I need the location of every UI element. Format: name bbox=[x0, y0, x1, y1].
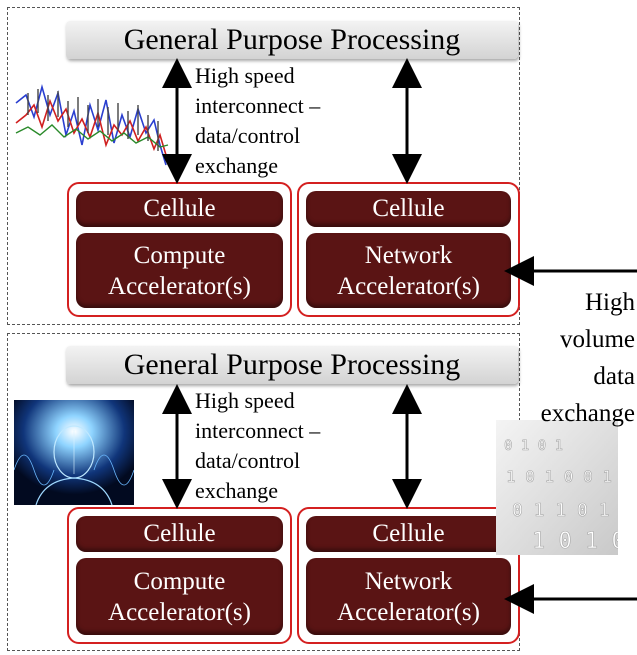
bottom-interconnect-line-4: exchange bbox=[195, 478, 279, 503]
bottom-network-group: Cellule Network Accelerator(s) bbox=[297, 507, 520, 644]
binary-row-2: 1 0 1 0 0 1 bbox=[506, 467, 612, 486]
bottom-network-accelerator: Network Accelerator(s) bbox=[306, 558, 511, 635]
side-label-line-4: exchange bbox=[540, 400, 635, 427]
top-network-cellule: Cellule bbox=[306, 191, 511, 227]
bottom-compute-group: Cellule Compute Accelerator(s) bbox=[67, 507, 292, 644]
top-compute-accelerator-line-1: Compute bbox=[133, 241, 226, 269]
binary-row-3: 0 1 1 0 1 0 bbox=[512, 500, 618, 521]
head-hologram-image bbox=[14, 400, 134, 505]
bottom-gpp-box: General Purpose Processing bbox=[66, 346, 518, 384]
binary-row-4: 1 0 1 0 bbox=[532, 529, 618, 554]
top-network-accelerator-line-1: Network bbox=[364, 241, 453, 269]
hologram-shoulders bbox=[35, 477, 113, 505]
chart-candles bbox=[27, 89, 159, 151]
top-interconnect-line-3: data/control bbox=[195, 123, 301, 148]
hologram-wave-right bbox=[93, 454, 134, 486]
top-panel bbox=[7, 7, 520, 325]
top-interconnect-line-2: interconnect – bbox=[195, 93, 321, 118]
top-interconnect-line-1: High speed bbox=[195, 63, 295, 88]
hologram-wave-left bbox=[14, 454, 55, 486]
side-label-line-2: volume bbox=[560, 326, 635, 353]
bottom-compute-accelerator-line-1: Compute bbox=[133, 567, 226, 595]
top-compute-accelerator: Compute Accelerator(s) bbox=[76, 233, 283, 308]
top-gpp-box: General Purpose Processing bbox=[66, 21, 518, 59]
bottom-interconnect-line-2: interconnect – bbox=[195, 418, 321, 443]
side-label-line-1: High bbox=[585, 289, 635, 316]
top-compute-cellule: Cellule bbox=[76, 191, 283, 227]
top-compute-group: Cellule Compute Accelerator(s) bbox=[67, 182, 292, 317]
chart-line-red bbox=[15, 98, 167, 156]
top-interconnect-line-4: exchange bbox=[195, 153, 279, 178]
side-label-line-3: data bbox=[593, 363, 635, 390]
chart-line-green bbox=[15, 124, 169, 148]
bottom-network-cellule: Cellule bbox=[306, 516, 511, 552]
side-label: High volume data exchange bbox=[541, 284, 635, 432]
bottom-network-accelerator-line-1: Network bbox=[364, 567, 453, 595]
bottom-compute-cellule: Cellule bbox=[76, 516, 283, 552]
top-network-group: Cellule Network Accelerator(s) bbox=[297, 182, 520, 317]
binary-background bbox=[496, 420, 618, 555]
binary-row-1: 0 1 0 1 bbox=[504, 438, 563, 454]
bottom-interconnect-line-3: data/control bbox=[195, 448, 301, 473]
top-compute-accelerator-line-2: Accelerator(s) bbox=[108, 272, 251, 300]
bottom-interconnect-line-1: High speed bbox=[195, 388, 295, 413]
bottom-network-accelerator-line-2: Accelerator(s) bbox=[337, 598, 480, 626]
top-interconnect-label: High speed interconnect – data/control e… bbox=[195, 61, 320, 181]
bottom-interconnect-label: High speed interconnect – data/control e… bbox=[195, 386, 320, 506]
binary-data-image: 0 1 0 1 1 0 1 0 0 1 0 1 1 0 1 0 1 0 1 0 bbox=[496, 420, 618, 555]
bottom-compute-accelerator-line-2: Accelerator(s) bbox=[108, 598, 251, 626]
bottom-compute-accelerator: Compute Accelerator(s) bbox=[76, 558, 283, 635]
stock-chart-image bbox=[15, 83, 169, 166]
top-network-accelerator: Network Accelerator(s) bbox=[306, 233, 511, 308]
top-network-accelerator-line-2: Accelerator(s) bbox=[337, 272, 480, 300]
